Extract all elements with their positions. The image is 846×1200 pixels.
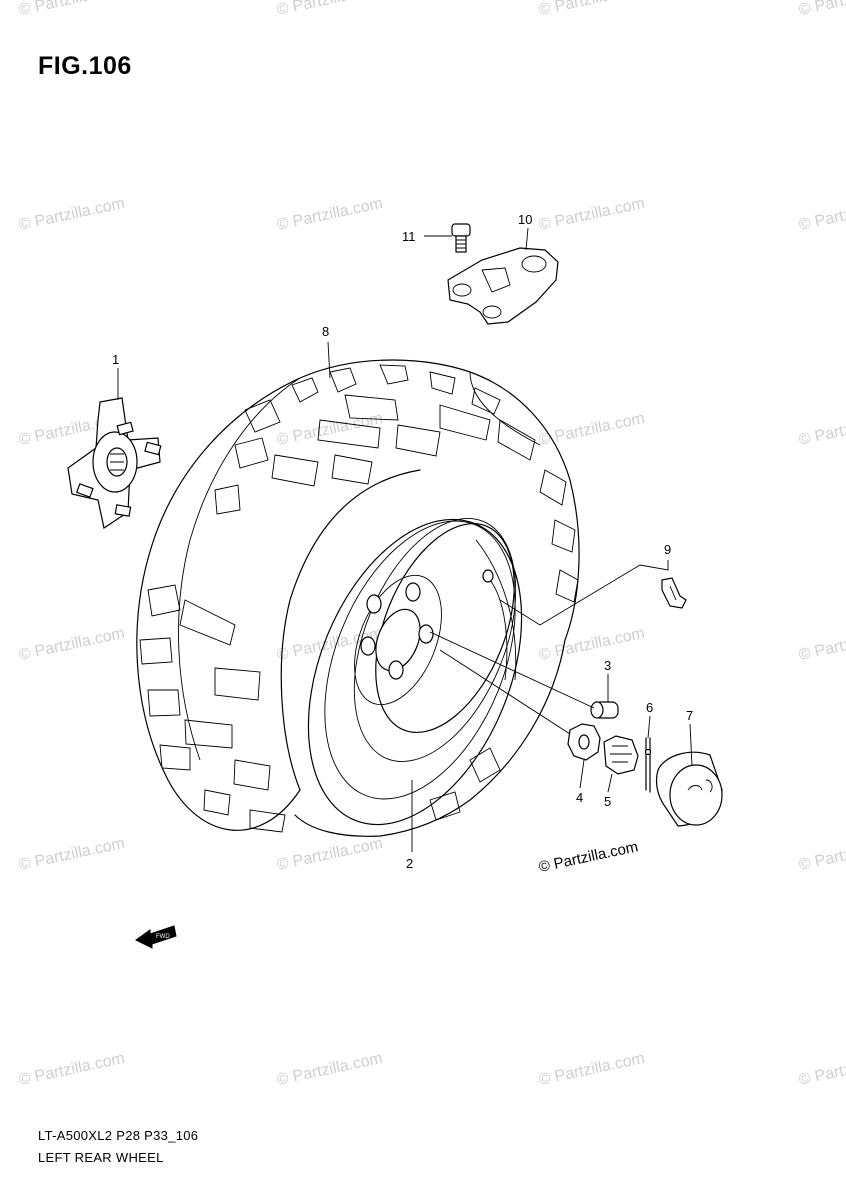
washer-part (567, 723, 601, 761)
callout-4: 4 (576, 790, 583, 805)
watermark-text: © Partzilla.com (797, 0, 846, 19)
callouts: 1 2 3 4 5 6 7 8 9 10 11 (112, 212, 693, 871)
hub-part (67, 397, 162, 529)
leader-lines (117, 227, 693, 852)
callout-3: 3 (604, 658, 611, 673)
copyright-stamp: © Partzilla.com (537, 838, 639, 876)
watermark-text: © Partzilla.com (275, 195, 384, 234)
bracket-part (447, 247, 559, 325)
watermark-text: © Partzilla.com (797, 1050, 846, 1089)
watermark-text: © Partzilla.com (275, 1050, 384, 1089)
watermark-text: © Partzilla.com (797, 835, 846, 874)
callout-5: 5 (604, 794, 611, 809)
watermark-text: © Partzilla.com (537, 1050, 646, 1089)
figure-caption: LEFT REAR WHEEL (38, 1150, 164, 1165)
nut-part (603, 735, 639, 775)
bolt-part (451, 223, 471, 253)
watermark-text: © Partzilla.com (537, 0, 646, 19)
watermark-text: © Partzilla.com (797, 625, 846, 664)
callout-1: 1 (112, 352, 119, 367)
wheel-rim-part (307, 518, 523, 826)
watermark-text: © Partzilla.com (17, 835, 126, 874)
forward-arrow-icon: FWD (135, 925, 177, 949)
model-code: LT-A500XL2 P28 P33_106 (38, 1128, 199, 1143)
callout-2: 2 (406, 856, 413, 871)
callout-9: 9 (664, 542, 671, 557)
watermark-text: © Partzilla.com (275, 0, 384, 19)
callout-10: 10 (518, 212, 532, 227)
watermark-layer: © Partzilla.com © Partzilla.com © Partzi… (17, 0, 846, 1089)
watermark-text: © Partzilla.com (275, 410, 384, 449)
valve-part (661, 577, 687, 609)
watermark-text: © Partzilla.com (797, 410, 846, 449)
watermark-text: © Partzilla.com (17, 0, 126, 19)
cotter-pin-part (644, 737, 652, 793)
callout-6: 6 (646, 700, 653, 715)
callout-11: 11 (402, 229, 416, 244)
watermark-text: © Partzilla.com (17, 195, 126, 234)
watermark-text: © Partzilla.com (537, 625, 646, 664)
watermark-text: © Partzilla.com (17, 625, 126, 664)
watermark-text: © Partzilla.com (797, 195, 846, 234)
watermark-text: © Partzilla.com (275, 835, 384, 874)
callout-8: 8 (322, 324, 329, 339)
watermark-text: © Partzilla.com (537, 195, 646, 234)
watermark-text: © Partzilla.com (17, 1050, 126, 1089)
forward-arrow-label: FWD (156, 934, 170, 940)
tire-part (136, 359, 580, 837)
spacer-part (590, 701, 619, 719)
cap-part (655, 751, 723, 827)
callout-7: 7 (686, 708, 693, 723)
figure-title: FIG.106 (38, 52, 132, 80)
